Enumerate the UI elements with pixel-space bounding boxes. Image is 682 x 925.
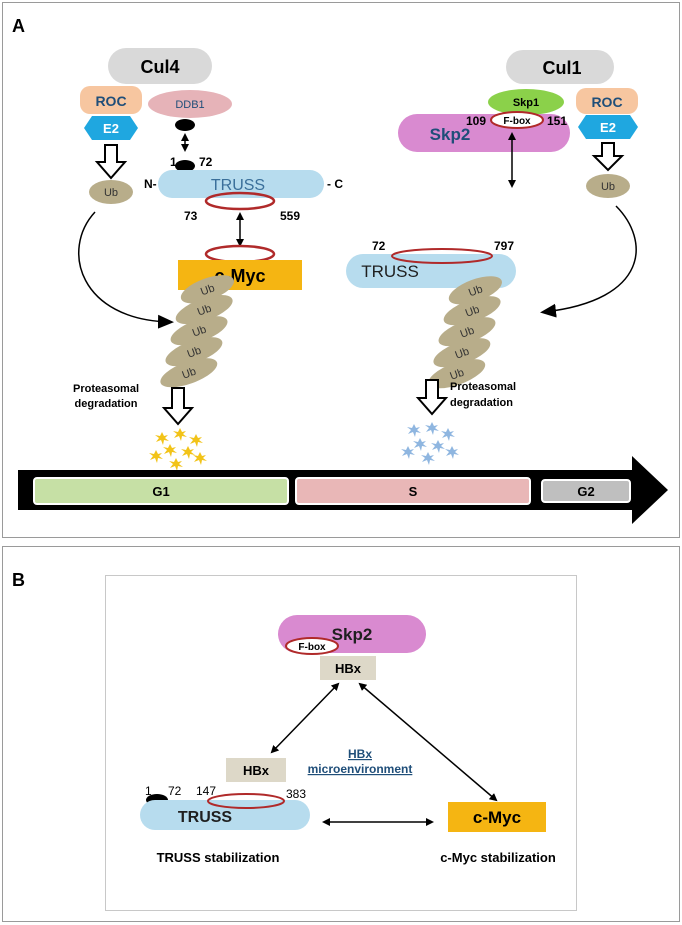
proteasomal-right: Proteasomal: [450, 381, 516, 393]
phase-g1: [33, 477, 289, 505]
res-109: 109: [466, 114, 486, 128]
skp2-b-label: Skp2: [332, 625, 373, 644]
binding-dot-truss-left: [175, 160, 195, 172]
ddb1-node: [148, 90, 232, 118]
roc-left-node: [80, 86, 142, 114]
cmyc-stabilization-label: c-Myc stabilization: [440, 850, 556, 865]
e2-right-node: [578, 115, 638, 139]
hollow-arrow-e2-left: [94, 144, 128, 180]
svg-text:Ub: Ub: [191, 324, 208, 340]
hollow-arrow-degradation-left: [161, 387, 195, 426]
degradation-right: degradation: [450, 397, 513, 409]
degraded-fragments-blue: [401, 422, 459, 465]
n-term-label: N-: [144, 177, 157, 191]
truss-left-node: [158, 170, 324, 198]
truss-b-domain: [207, 793, 285, 809]
res-73: 73: [184, 209, 198, 223]
fbox-b-label: F-box: [298, 642, 326, 653]
cmyc-domain: [204, 244, 276, 264]
roc-right-label: ROC: [591, 94, 622, 110]
res-72-b: 72: [168, 784, 182, 798]
res-151: 151: [547, 114, 567, 128]
svg-text:Ub: Ub: [180, 366, 197, 382]
degradation-left: degradation: [75, 398, 138, 410]
res-797: 797: [494, 239, 514, 253]
truss-left-label: TRUSS: [211, 177, 265, 194]
res-72-right: 72: [372, 239, 386, 253]
res-383: 383: [286, 787, 306, 801]
fbox-right: [490, 111, 544, 129]
truss-right-label: TRUSS: [361, 262, 419, 281]
skp1-label: Skp1: [513, 97, 539, 109]
panel-a-label: A: [12, 16, 25, 36]
binding-dot-ddb1: [175, 119, 195, 131]
svg-text:Ub: Ub: [459, 325, 476, 341]
hbx-micro-line1: HBx: [348, 747, 372, 761]
e2-left-label: E2: [103, 121, 119, 136]
truss-left-domain: [204, 191, 276, 211]
fbox-b: [285, 637, 339, 655]
hbx-cmyc-arrow: [358, 682, 498, 802]
hbx-top-label: HBx: [335, 661, 362, 676]
roc-left-label: ROC: [95, 93, 126, 109]
res-1-b: 1: [145, 784, 152, 798]
truss-stabilization-label: TRUSS stabilization: [157, 850, 280, 865]
svg-text:Ub: Ub: [454, 346, 471, 362]
res-559: 559: [280, 209, 300, 223]
e2-left-node: [84, 116, 138, 140]
hbx-left-label: HBx: [243, 763, 270, 778]
res-147: 147: [196, 784, 216, 798]
cmyc-b-node: [448, 802, 546, 832]
e2-right-label: E2: [600, 120, 616, 135]
c-term-label: - C: [327, 177, 343, 191]
cul1-node: [506, 50, 614, 84]
ub-transfer-arrow-left: [78, 211, 174, 329]
ub-chain-right: Ub Ub Ub Ub Ub: [428, 276, 502, 389]
skp1-node: [488, 89, 564, 115]
panel-b-label: B: [12, 570, 25, 590]
skp2-right-label: Skp2: [430, 125, 471, 144]
hbx-micro-line2: microenvironment: [308, 762, 413, 776]
cul1-label: Cul1: [542, 58, 581, 78]
hbx-truss-arrow: [270, 682, 340, 754]
truss-b-label: TRUSS: [178, 809, 233, 826]
res-1-left: 1: [170, 155, 177, 169]
svg-text:Ub: Ub: [199, 282, 216, 298]
svg-text:Ub: Ub: [196, 303, 213, 319]
hollow-arrow-e2-right: [591, 142, 625, 172]
ub-left-label: Ub: [104, 187, 118, 199]
res-72-left: 72: [199, 155, 213, 169]
hollow-arrow-degradation-right: [415, 379, 449, 416]
phase-g2-label: G2: [577, 484, 594, 499]
phase-g2: [541, 479, 631, 503]
ub-transfer-arrow-right: [540, 205, 637, 318]
cmyc-b-label: c-Myc: [473, 808, 521, 827]
hbx-left-node: [226, 758, 286, 782]
ub-right-node: [586, 174, 630, 198]
cul4-node: [108, 48, 212, 84]
svg-text:Ub: Ub: [186, 345, 203, 361]
ub-chain-left: Ub Ub Ub Ub Ub: [160, 275, 234, 388]
proteasomal-left: Proteasomal: [73, 383, 139, 395]
ub-left-node: [89, 180, 133, 204]
cul4-label: Cul4: [140, 57, 179, 77]
truss-right-domain: [391, 248, 493, 264]
phase-s: [295, 477, 531, 505]
hbx-top-node: [320, 656, 376, 680]
ub-right-label: Ub: [601, 181, 615, 193]
phase-g1-label: G1: [152, 484, 169, 499]
svg-text:Ub: Ub: [448, 367, 465, 383]
phase-s-label: S: [409, 484, 418, 499]
roc-right-node: [576, 88, 638, 114]
ddb1-label: DDB1: [175, 99, 204, 111]
svg-text:Ub: Ub: [467, 283, 484, 299]
svg-text:Ub: Ub: [464, 304, 481, 320]
degraded-fragments-yellow: [149, 428, 207, 471]
fbox-right-label: F-box: [503, 116, 531, 127]
